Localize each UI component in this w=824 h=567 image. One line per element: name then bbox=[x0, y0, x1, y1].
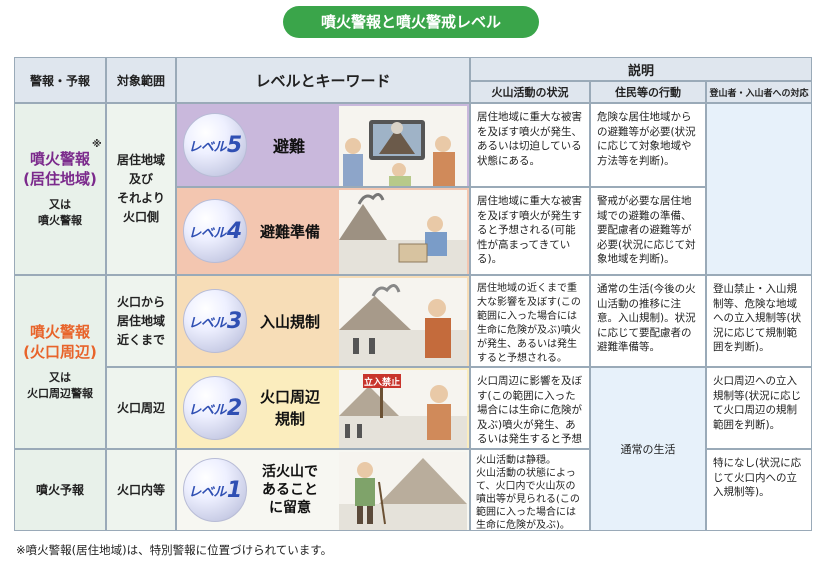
page-title: 噴火警報と噴火警戒レベル bbox=[283, 6, 539, 38]
level-2-activity: 火口周辺に影響を及ぼす(この範囲に入った場合には生命に危険が及ぶ)噴火が発生、あ… bbox=[470, 367, 590, 449]
crater-warning-sub: 又は 火口周辺警報 bbox=[27, 371, 93, 400]
header-volcanic-activity: 火山活動の状況 bbox=[470, 81, 590, 103]
level-1-activity: 火山活動は静穏。 火山活動の状態によって、火口内で火山灰の噴出等が見られる(この… bbox=[470, 449, 590, 531]
level-4-keyword: 避難準備 bbox=[259, 222, 320, 241]
hiker-scene bbox=[339, 452, 467, 530]
group-forecast: 噴火予報 bbox=[14, 449, 106, 531]
header-target: 対象範囲 bbox=[106, 57, 176, 103]
level-4-activity: 居住地域に重大な被害を及ぼす噴火が発生すると予想される(可能性が高まってきている… bbox=[470, 187, 590, 275]
target-crater-to-residential: 火口から 居住地域 近くまで bbox=[106, 275, 176, 367]
evacuation-prep-scene bbox=[339, 190, 467, 274]
level-5-keyword: 避難 bbox=[272, 137, 305, 156]
header-level-keyword: レベルとキーワード bbox=[176, 57, 470, 103]
group-crater-warning: 噴火警報 (火口周辺) 又は 火口周辺警報 bbox=[14, 275, 106, 449]
level-3-climbers: 登山禁止・入山規制等、危険な地域への立入規制等(状況に応じて規制範囲を判断)。 bbox=[706, 275, 812, 367]
alert-level-table: 警報・予報 対象範囲 レベルとキーワード 説明 火山活動の状況 住民等の行動 登… bbox=[14, 57, 812, 531]
level-5-residents: 危険な居住地域からの避難等が必要(状況に応じて対象地域や方法等を判断)。 bbox=[590, 103, 706, 187]
forecast-label: 噴火予報 bbox=[35, 483, 84, 497]
entry-prohibited-sign: 立入禁止 bbox=[364, 376, 400, 388]
level-2-keyword: 火口周辺 規制 bbox=[259, 388, 320, 428]
level-1-badge-label: レベル bbox=[188, 484, 226, 500]
target-crater-area: 火口周辺 bbox=[106, 367, 176, 449]
level-3-residents: 通常の生活(今後の火山活動の推移に注意。入山規制)。状況に応じて要配慮者の避難準… bbox=[590, 275, 706, 367]
footnote: ※噴火警報(居住地域)は、特別警報に位置づけられています。 bbox=[16, 543, 333, 557]
header-warning: 警報・予報 bbox=[14, 57, 106, 103]
residential-warning-label: 噴火警報 (居住地域) bbox=[23, 150, 97, 188]
header-climber-action: 登山者・入山者への対応 bbox=[706, 81, 812, 103]
residents-normal-life: 通常の生活 bbox=[590, 367, 706, 531]
climbers-level-4-5-cell bbox=[706, 103, 812, 275]
level-3-badge-label: レベル bbox=[188, 315, 226, 331]
special-warning-mark: ※ bbox=[92, 139, 102, 150]
crater-restriction-scene: 立入禁止 bbox=[339, 370, 467, 448]
header-explanation: 説明 bbox=[470, 57, 812, 81]
residential-warning-sub: 又は 噴火警報 bbox=[38, 198, 82, 227]
level-3-activity: 居住地域の近くまで重大な影響を及ぼす(この範囲に入った場合には生命に危険が及ぶ)… bbox=[470, 275, 590, 367]
level-4-badge-num: 4 bbox=[226, 218, 242, 244]
level-2-climbers: 火口周辺への立入規制等(状況に応じて火口周辺の規制範囲を判断)。 bbox=[706, 367, 812, 449]
target-crater-inside: 火口内等 bbox=[106, 449, 176, 531]
level-4-badge-label: レベル bbox=[188, 225, 226, 241]
level-2-badge-label: レベル bbox=[188, 402, 226, 418]
level-2-badge-num: 2 bbox=[226, 395, 242, 421]
level-3-keyword: 入山規制 bbox=[259, 312, 320, 331]
level-5-activity: 居住地域に重大な被害を及ぼす噴火が発生、あるいは切迫している状態にある。 bbox=[470, 103, 590, 187]
entry-restriction-scene bbox=[339, 278, 467, 366]
level-1-keyword: 活火山で あること に留意 bbox=[262, 464, 318, 516]
crater-warning-label: 噴火警報 (火口周辺) bbox=[23, 323, 97, 361]
level-5-badge-num: 5 bbox=[226, 132, 242, 158]
target-residential: 居住地域 及び それより 火口側 bbox=[106, 103, 176, 275]
level-1-badge-num: 1 bbox=[226, 477, 242, 503]
evacuation-scene bbox=[339, 106, 467, 186]
level-5-badge-label: レベル bbox=[188, 139, 226, 155]
level-4-residents: 警戒が必要な居住地域での避難の準備、要配慮者の避難等が必要(状況に応じて対象地域… bbox=[590, 187, 706, 275]
group-residential-warning: 噴火警報 (居住地域) 又は 噴火警報 bbox=[14, 103, 106, 275]
header-resident-action: 住民等の行動 bbox=[590, 81, 706, 103]
level-3-badge-num: 3 bbox=[226, 308, 242, 334]
level-1-climbers: 特になし(状況に応じて火口内への立入規制等)。 bbox=[706, 449, 812, 531]
